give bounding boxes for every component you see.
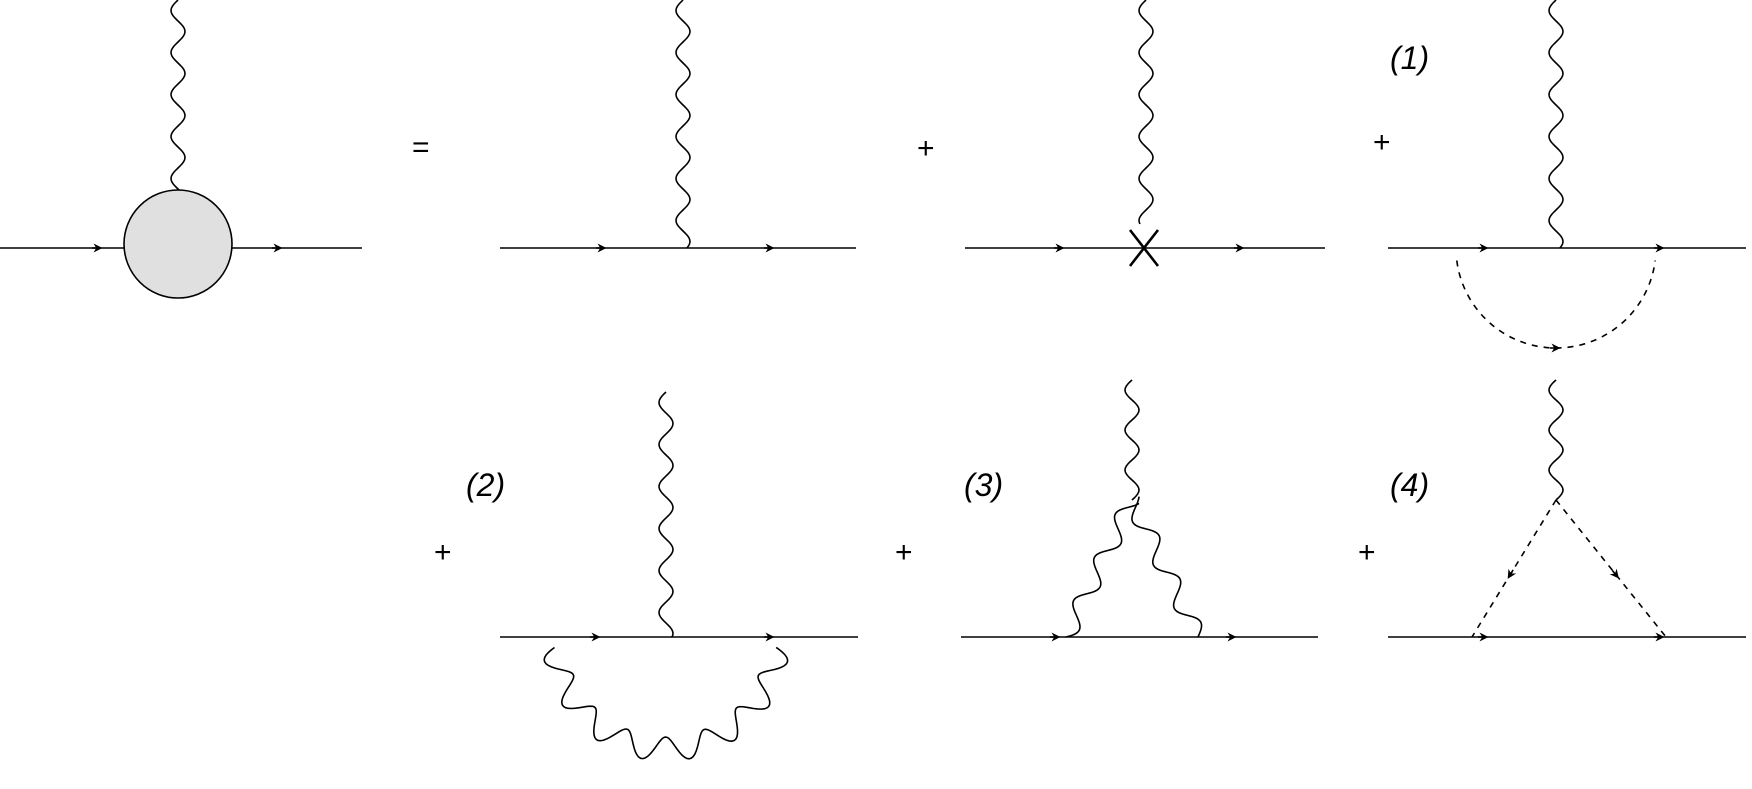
diagram-label-1: (1) (1390, 40, 1430, 76)
photon-line (675, 0, 691, 249)
equals-sign: = (412, 131, 430, 164)
scalar-loop-dashed (1455, 260, 1657, 349)
diagram-label-3: (3) (964, 467, 1004, 503)
photon-line (1138, 0, 1154, 225)
photon-line (170, 0, 186, 191)
photon-line (1065, 502, 1140, 638)
diagram-label-4: (4) (1390, 467, 1430, 503)
photon-line (1131, 496, 1203, 638)
photon-loop (543, 646, 789, 760)
vertex-blob (123, 189, 233, 299)
photon-line (1548, 379, 1564, 501)
plus-sign: + (1373, 126, 1391, 159)
plus-sign: + (434, 536, 452, 569)
plus-sign: + (895, 536, 913, 569)
plus-sign: + (1358, 536, 1376, 569)
photon-line (1548, 0, 1564, 249)
photon-line (658, 391, 674, 638)
arrow-icon (1609, 568, 1619, 579)
diagram-label-2: (2) (466, 467, 506, 503)
counterterm-cross-icon (1128, 229, 1160, 267)
plus-sign: + (917, 132, 935, 165)
photon-line (1124, 379, 1140, 501)
scalar-line-dashed (1555, 499, 1667, 638)
arrow-icon (1507, 568, 1517, 579)
scalar-line-dashed (1471, 499, 1557, 638)
